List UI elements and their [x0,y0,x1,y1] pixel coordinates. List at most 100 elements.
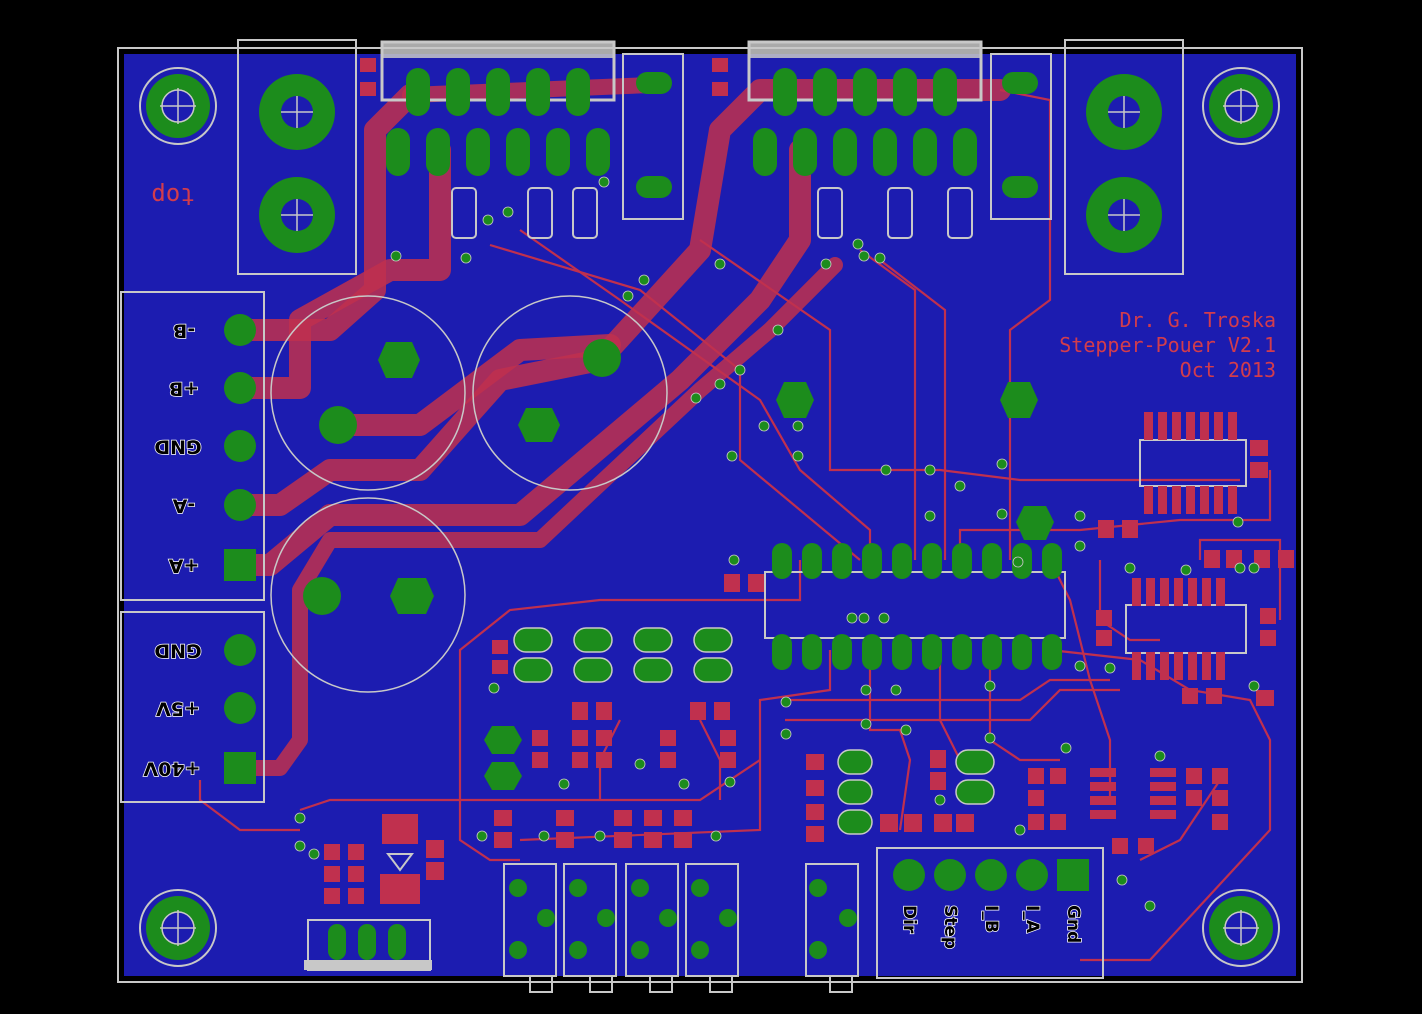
via [924,464,936,476]
heatsink-left [237,39,357,275]
label-step: Step [940,905,960,949]
mounting-hole-bottom-right [1202,889,1280,967]
via [780,728,792,740]
via [714,378,726,390]
via [1144,900,1156,912]
via [294,840,306,852]
via [1060,742,1072,754]
via [488,682,500,694]
button-pads [509,879,857,959]
via [1180,564,1192,576]
via [846,612,858,624]
label-plus-a: +A [168,555,199,577]
via [726,450,738,462]
label-i-a: I_A [1022,905,1042,934]
label-40v: +40V [143,758,200,780]
via [858,612,870,624]
motor-terminal-block [120,291,265,601]
via [538,830,550,842]
via [996,508,1008,520]
via [690,392,702,404]
via [714,258,726,270]
via [1232,516,1244,528]
mounting-holes [139,67,1280,967]
via [900,724,912,736]
via [860,684,872,696]
via [934,794,946,806]
label-5v: +5V [156,698,200,720]
smd-ic-upper-right [1139,412,1247,514]
credit-line-title: Stepper-Pouer V2.1 [1059,333,1276,357]
voltage-regulator [304,814,432,971]
via [1074,540,1086,552]
via [1012,556,1024,568]
heatsink-right [1064,39,1184,275]
mounting-hole-top-left [139,67,217,145]
via [792,450,804,462]
via [734,364,746,376]
via [1014,824,1026,836]
via [852,238,864,250]
via [502,206,514,218]
credit-line-date: Oct 2013 [1180,358,1276,382]
via [758,420,770,432]
smd-passives [324,58,1294,904]
via [984,732,996,744]
power-terminal-labels: GND +5V +40V [142,639,202,781]
via [460,252,472,264]
top-small-pads [636,72,1038,198]
via [858,250,870,262]
via [860,718,872,730]
driver-ic-left [380,40,616,176]
via [710,830,722,842]
via [1248,562,1260,574]
via [1074,510,1086,522]
via [638,274,650,286]
via [622,290,634,302]
label-dir: Dir [899,905,919,934]
via [954,480,966,492]
via [308,848,320,860]
via [780,696,792,708]
driver-ic-right [747,40,983,176]
via [476,830,488,842]
via [598,176,610,188]
via [890,684,902,696]
via [878,612,890,624]
jumper-pads [484,382,1054,835]
vias [294,176,1260,912]
dip-ic-main [764,543,1066,670]
via [772,324,784,336]
power-terminal-block [120,611,265,803]
label-plus-b: +B [169,378,199,400]
mounting-hole-top-right [1202,67,1280,145]
credit-line-author: Dr. G. Troska [1119,308,1276,332]
label-gnd-header: Gnd [1063,905,1083,943]
label-minus-a: -A [172,495,195,517]
capacitors [270,295,668,693]
via [724,776,736,788]
via [1248,680,1260,692]
via [880,464,892,476]
input-header [876,847,1104,979]
via [924,510,936,522]
via [294,812,306,824]
layer-label: top [151,182,194,210]
via [1074,660,1086,672]
top-small-outlines [451,53,1052,239]
power-traces [229,77,1011,776]
label-minus-b: -B [173,320,195,342]
via [728,554,740,566]
label-i-b: I_B [981,905,1001,933]
via [820,258,832,270]
via [792,420,804,432]
via [996,458,1008,470]
label-gnd-motor: GND [154,436,201,458]
label-gnd-power: GND [154,640,201,662]
via [634,758,646,770]
button-outlines [503,863,859,993]
via [678,778,690,790]
credit-text: Dr. G. Troska Stepper-Pouer V2.1 Oct 201… [1059,308,1276,382]
via [1104,662,1116,674]
